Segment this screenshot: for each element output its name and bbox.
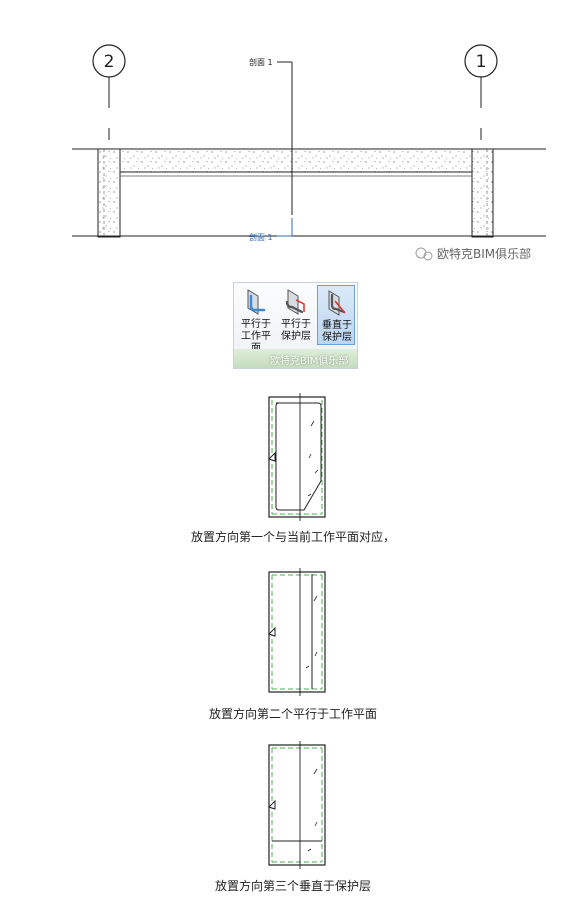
button-label-line1: 垂直于 [322, 320, 352, 331]
button-label-line1: 平行于 [281, 319, 311, 330]
section-label-top: 剖面 1 [249, 57, 273, 67]
rebar-parallel-work-plane-icon [247, 289, 266, 315]
caption-3: 放置方向第三个垂直于保护层 [214, 879, 371, 893]
button-label-line2: 保护层 [322, 332, 352, 343]
parallel-to-work-plane-button[interactable]: 平行于 工作平面 [237, 285, 275, 354]
button-label-line1: 平行于 [241, 319, 271, 330]
caption-2: 放置方向第二个平行于工作平面 [208, 707, 377, 721]
section-label-bottom: 剖面 1 [249, 232, 273, 242]
section-line: 剖面 1 剖面 1 [249, 57, 293, 242]
grid-marker-2-label: 2 [104, 52, 115, 72]
watermark-text: 欧特克BIM俱乐部 [437, 246, 531, 261]
rebar-perpendicular-cover-icon [328, 290, 346, 316]
parallel-to-cover-button[interactable]: 平行于 保护层 [277, 285, 315, 345]
section-view-1 [268, 393, 326, 521]
concrete-beam [72, 148, 546, 238]
grid-marker-2: 2 [92, 44, 126, 140]
button-label-line2: 保护层 [281, 331, 311, 342]
beam-elevation-drawing: 2 1 剖面 1 剖面 1 欧特克BIM俱乐部 [72, 44, 546, 261]
button-label-line2: 工作平面 [241, 331, 271, 354]
watermark: 欧特克BIM俱乐部 [415, 246, 531, 261]
rebar-placement-ribbon: 平行于 工作平面 平行于 保护层 垂直于 保护层 欧特克BIM俱乐部 [233, 282, 358, 369]
ribbon-footer: 欧特克BIM俱乐部 [234, 349, 357, 368]
grid-marker-1: 1 [464, 44, 498, 140]
ribbon-watermark: 欧特克BIM俱乐部 [270, 356, 349, 367]
section-view-3 [268, 741, 326, 869]
perpendicular-to-cover-button[interactable]: 垂直于 保护层 [317, 285, 355, 345]
rebar-parallel-cover-icon [285, 289, 305, 315]
caption-1: 放置方向第一个与当前工作平面对应， [190, 530, 395, 544]
section-view-2 [268, 568, 326, 696]
grid-marker-1-label: 1 [476, 52, 487, 72]
